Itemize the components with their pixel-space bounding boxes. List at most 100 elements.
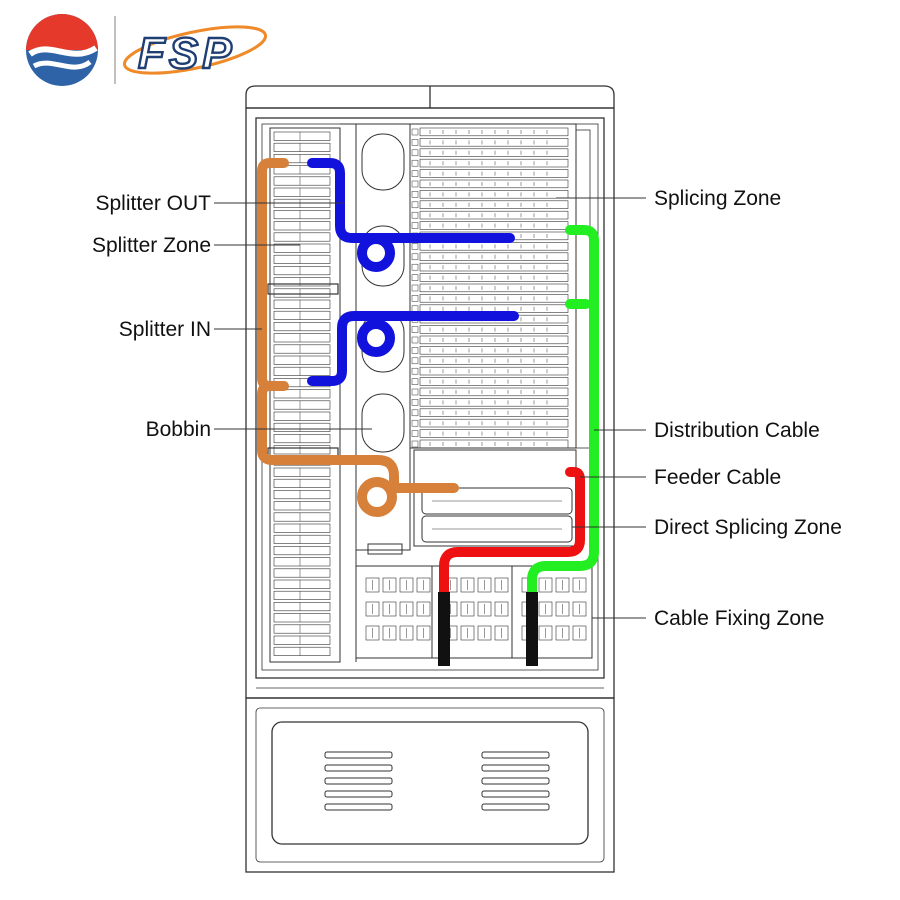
cable-clamp <box>572 577 587 593</box>
cable-clamp <box>382 625 397 641</box>
patch-cable-upper <box>307 158 515 243</box>
splice-tray <box>419 439 569 449</box>
logo-text: FSP <box>138 29 236 78</box>
vent-slot <box>324 764 393 772</box>
splice-tray-clip <box>411 222 419 229</box>
splice-tray <box>419 262 569 272</box>
cable-clamp <box>538 577 553 593</box>
bobbin-slot-1 <box>361 133 405 191</box>
splitter-slot <box>273 646 331 656</box>
splitter-slot <box>273 501 331 511</box>
label-splicing-zone: Splicing Zone <box>654 187 781 210</box>
splice-tray-clip <box>411 201 419 209</box>
splice-tray <box>419 273 569 282</box>
label-distribution-cable: Distribution Cable <box>654 419 820 442</box>
splitter-slot <box>273 400 331 410</box>
splice-tray-clip <box>411 284 419 292</box>
vent-slot <box>481 790 550 798</box>
splice-tray <box>419 387 569 397</box>
vent-slot <box>481 803 550 811</box>
cable-clamp <box>538 601 553 617</box>
splitter-slot <box>273 288 331 298</box>
cable-clamp <box>460 577 475 593</box>
cable-clamp <box>399 625 414 641</box>
cable-clamp <box>399 577 414 593</box>
splitter-rack <box>269 127 341 663</box>
splice-tray-clip <box>411 409 419 417</box>
splitter-slot <box>273 254 331 264</box>
splice-tray <box>419 294 569 303</box>
splice-tray <box>419 148 569 157</box>
splice-trays <box>411 127 569 449</box>
cable-clamp <box>572 601 587 617</box>
splice-tray-clip <box>411 336 419 344</box>
splitter-slot <box>273 310 331 320</box>
splice-tray <box>419 127 569 137</box>
splitter-slot <box>273 624 331 634</box>
splice-frame <box>409 123 577 449</box>
splice-tray <box>419 169 569 178</box>
cable-fixing-zone <box>355 565 593 659</box>
splice-tray <box>419 158 569 168</box>
splitter-slot <box>273 422 331 432</box>
vent-slot <box>481 764 550 772</box>
direct-splicing-zone <box>413 449 577 547</box>
cable-clamp <box>555 625 570 641</box>
cable-clamp <box>382 601 397 617</box>
splice-tray <box>419 366 569 376</box>
splitter-slot <box>273 434 331 444</box>
splice-tray <box>419 221 569 230</box>
label-cable-fixing-zone: Cable Fixing Zone <box>654 607 824 630</box>
splice-tray-clip <box>411 399 419 406</box>
splitter-slot <box>273 277 331 287</box>
bobbin-slot-4 <box>361 393 405 453</box>
splice-tray <box>419 200 569 209</box>
leader-lines <box>214 197 646 619</box>
cable-clamp <box>365 601 380 617</box>
splice-tray-clip <box>411 253 419 261</box>
splice-tray-clip <box>411 211 419 219</box>
cabinet-inner-frame <box>255 117 605 679</box>
splitter-slot <box>273 221 331 231</box>
cable-clamp <box>460 625 475 641</box>
bobbin-blue-loop-2 <box>357 319 395 357</box>
vent-slot <box>481 777 550 785</box>
splice-tray-clip <box>411 159 419 167</box>
label-splitter-zone: Splitter Zone <box>92 234 211 257</box>
splitter-slot <box>273 210 331 220</box>
splitter-slot <box>273 467 331 477</box>
patch-cable-lower <box>307 311 519 386</box>
cable-fixing-frame <box>355 565 593 659</box>
cable-clamp <box>460 601 475 617</box>
splice-tray <box>419 210 569 220</box>
splitter-slot <box>273 299 331 309</box>
splice-tray-clip <box>411 440 419 448</box>
base-panel <box>271 721 589 845</box>
cable-clamp <box>382 577 397 593</box>
splice-tray-clip <box>411 367 419 375</box>
splitter-slot <box>273 355 331 365</box>
splice-tray <box>419 179 569 189</box>
splice-tray-clip <box>411 295 419 302</box>
splice-tray <box>419 356 569 365</box>
splice-tray-clip <box>411 388 419 396</box>
cable-clamp <box>365 625 380 641</box>
splice-tray <box>419 242 569 251</box>
cabinet-base <box>245 697 615 873</box>
splice-tray-clip <box>411 274 419 281</box>
splitter-slot <box>273 534 331 544</box>
cable-clamp <box>477 601 492 617</box>
vent-slot <box>324 790 393 798</box>
splice-tray-clip <box>411 243 419 250</box>
splice-tray-clip <box>411 180 419 188</box>
splitter-slot <box>273 635 331 645</box>
splitter-slot <box>273 165 331 175</box>
cables <box>257 158 599 666</box>
splitter-slot <box>273 478 331 488</box>
splice-tray <box>419 190 569 199</box>
splice-tray-clip <box>411 263 419 271</box>
splice-tray-clip <box>411 128 419 136</box>
splice-tray <box>419 138 569 147</box>
splitter-slot <box>273 445 331 455</box>
